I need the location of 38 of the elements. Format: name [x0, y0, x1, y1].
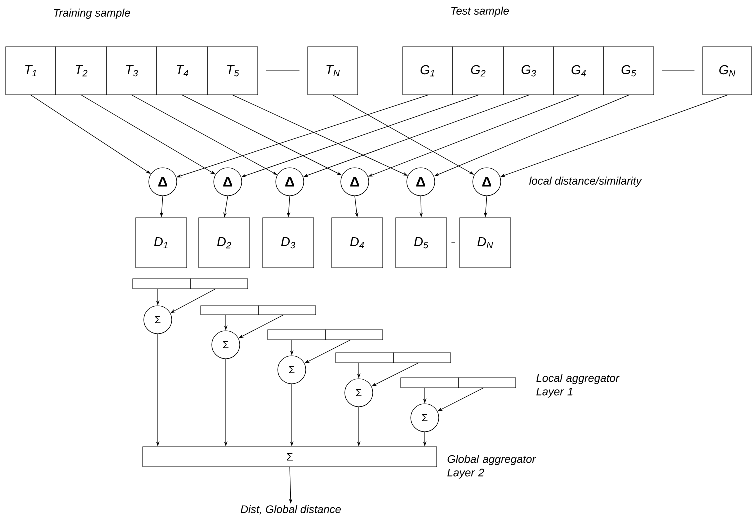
distance-box: D$_{5}$ — [396, 218, 448, 268]
bar-segment — [336, 352, 394, 364]
label: Test sample — [452, 6, 510, 18]
sample-box: T$_{5}$ — [208, 46, 258, 96]
label: Global aggregator Layer 2 — [448, 455, 536, 479]
sample-box: G$_{1}$ — [402, 46, 454, 96]
sample-box: T$_{3}$ — [106, 46, 158, 96]
connector-line — [662, 70, 695, 72]
sample-box: T$_{N}$ — [308, 46, 358, 96]
distance-box: D$_{4}$ — [332, 218, 384, 268]
label: Local aggregator Layer 1 — [536, 374, 620, 398]
distance-box: D$_{2}$ — [198, 218, 250, 268]
bar-segment — [190, 278, 248, 290]
sample-box: G$_{5}$ — [604, 46, 654, 96]
label: Training sample — [54, 8, 130, 20]
output-label: Dist, Global distance — [240, 505, 342, 515]
sample-box: T$_{1}$ — [6, 46, 56, 96]
sample-box: T$_{2}$ — [56, 46, 108, 96]
bar-segment — [132, 278, 192, 290]
distance-box: D$_{N}$ — [460, 218, 512, 268]
sample-box: G$_{4}$ — [554, 46, 604, 96]
sample-box: G$_{2}$ — [452, 46, 504, 96]
bar-segment — [326, 330, 384, 340]
bar-segment — [400, 378, 460, 388]
bar-segment — [458, 378, 516, 388]
distance-box: D$_{1}$ — [136, 218, 188, 268]
bar-segment — [258, 306, 316, 316]
sample-box: T$_{4}$ — [156, 46, 208, 96]
bar-segment — [394, 352, 452, 364]
sample-box: G$_{3}$ — [504, 46, 554, 96]
connector-line — [266, 70, 300, 72]
sample-box: G$_{N}$ — [702, 46, 752, 96]
connector-line — [451, 242, 456, 244]
bar-segment — [200, 306, 260, 316]
label: local distance/similarity — [529, 176, 642, 188]
bar-segment — [268, 330, 326, 340]
distance-box: D$_{3}$ — [262, 218, 314, 268]
global-sum-bar: Σ — [142, 446, 438, 468]
